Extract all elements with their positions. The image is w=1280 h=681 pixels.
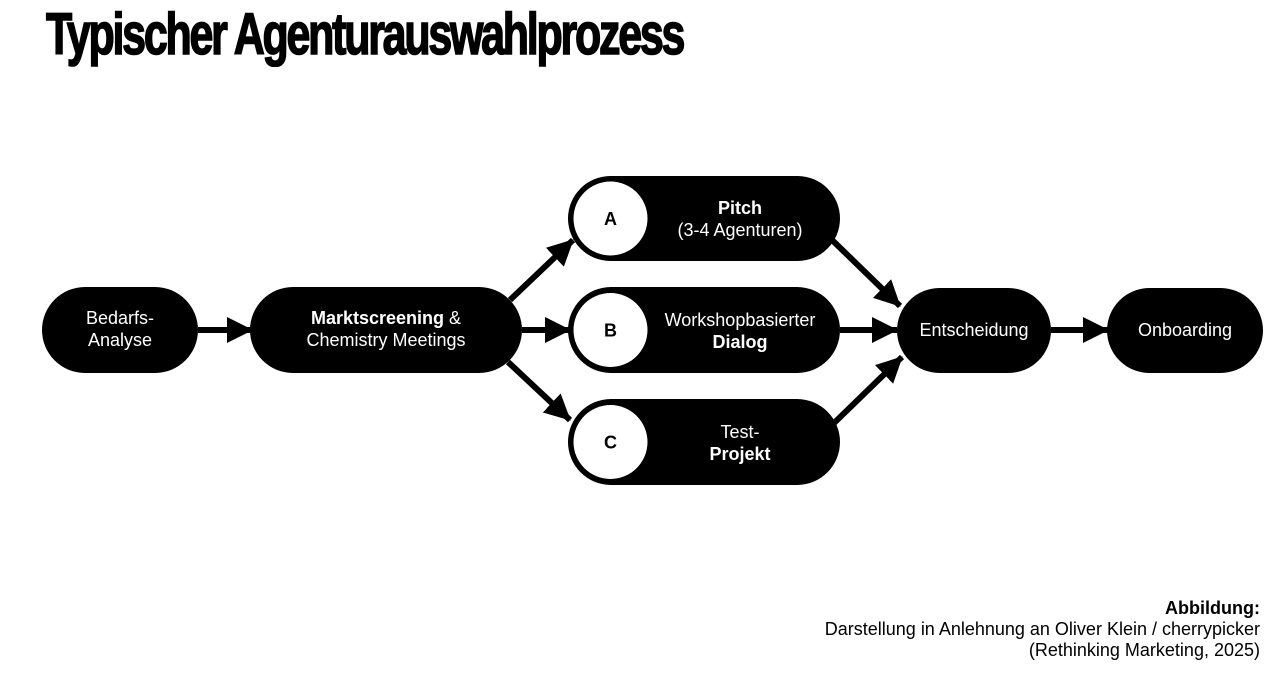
edge-pitch-to-entscheidung [827,235,903,309]
node-marktscreening-bold: Marktscreening [311,308,444,328]
node-bedarfsanalyse-line2: Analyse [88,330,152,350]
node-testprojekt-line2: Projekt [709,444,770,464]
caption-heading: Abbildung: [1165,598,1260,618]
badge-c-label: C [604,433,617,453]
node-bedarfsanalyse: Bedarfs- Analyse [42,287,198,373]
node-bedarfsanalyse-line1: Bedarfs- [86,308,154,328]
badge-c [573,405,648,479]
edges [198,235,1109,428]
node-testprojekt-line1: Test- [720,422,759,442]
badge-a-label: A [604,209,617,229]
node-marktscreening: Marktscreening & Chemistry Meetings [250,287,522,373]
node-marktscreening-amp: & [444,308,461,328]
badge-a [573,181,648,256]
node-pitch: A Pitch (3-4 Agenturen) [568,176,840,261]
node-pitch-line2: (3-4 Agenturen) [677,220,802,240]
badge-b-label: B [604,321,617,341]
node-marktscreening-line2: Chemistry Meetings [306,330,465,350]
node-workshop-line1: Workshopbasierter [665,310,816,330]
node-onboarding: Onboarding [1107,288,1263,373]
caption-reference: (Rethinking Marketing, 2025) [1028,640,1260,660]
node-pitch-line1: Pitch [718,198,762,218]
caption-source: Darstellung in Anlehnung an Oliver Klein… [824,619,1260,639]
node-workshop-line2: Dialog [712,332,767,352]
edge-markt-to-test [505,359,573,423]
node-marktscreening-line1: Marktscreening & [311,308,461,328]
figure-caption: Abbildung: Darstellung in Anlehnung an O… [825,598,1260,661]
node-testprojekt: C Test- Projekt [568,399,840,485]
edge-markt-to-pitch [507,237,576,303]
badge-b [573,293,648,367]
page-title: Typischer Agenturauswahlprozess [45,1,686,68]
node-onboarding-label: Onboarding [1138,320,1232,340]
node-entscheidung: Entscheidung [897,288,1051,373]
node-workshop: B Workshopbasierter Dialog [568,287,840,373]
node-entscheidung-label: Entscheidung [919,320,1028,340]
edge-test-to-entscheidung [829,354,905,428]
